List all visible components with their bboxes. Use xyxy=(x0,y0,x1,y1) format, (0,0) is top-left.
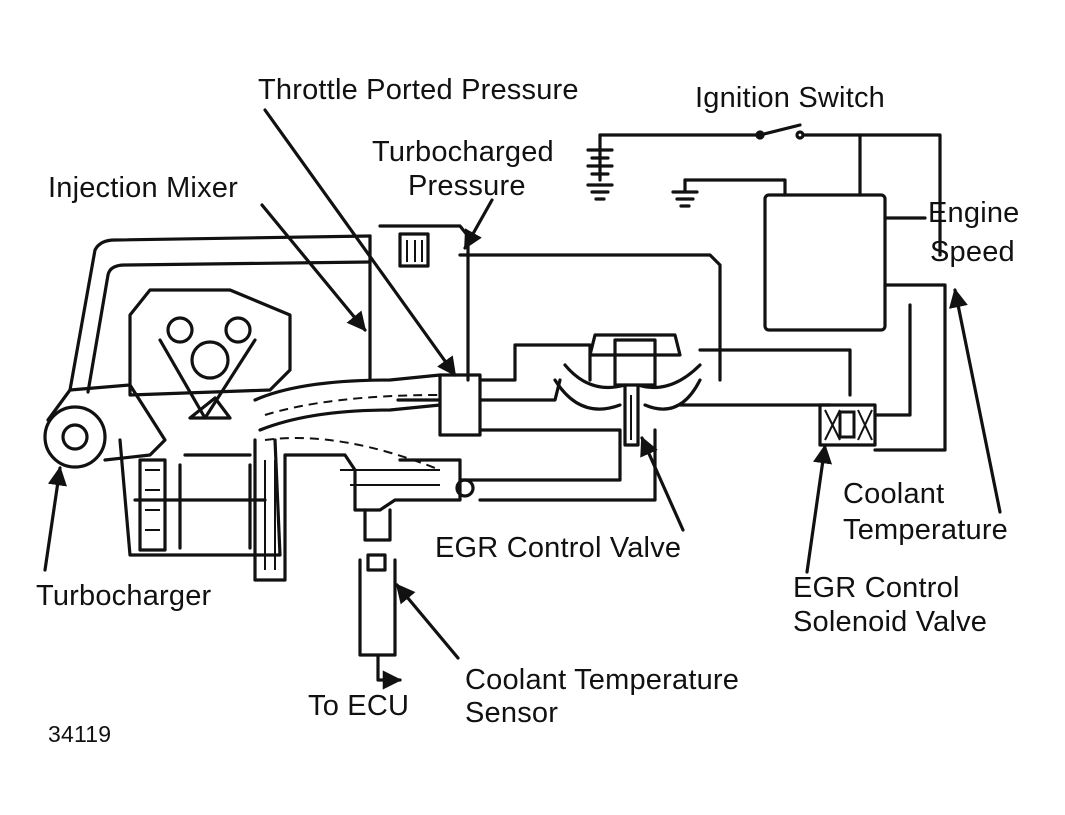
electrical-circuit xyxy=(586,123,947,452)
arrow-turbocharged-pressure xyxy=(463,198,494,250)
label-engine-speed-line1: Engine xyxy=(928,197,1020,229)
egr-control-solenoid-valve xyxy=(818,403,877,447)
label-to-ecu: To ECU xyxy=(308,690,410,722)
leader-arrows xyxy=(43,108,1002,660)
label-coolant-temperature-line2: Temperature xyxy=(843,514,1008,546)
label-egr-control-valve: EGR Control Valve xyxy=(435,532,682,564)
arrow-turbocharger xyxy=(43,466,67,572)
label-injection-mixer: Injection Mixer xyxy=(48,172,238,204)
arrow-throttle-ported-pressure xyxy=(263,108,457,377)
engine-cylinder xyxy=(118,288,292,557)
vacuum-lines xyxy=(458,253,852,502)
arrow-engine-speed xyxy=(949,288,1002,514)
coolant-temperature-sensor xyxy=(358,508,402,690)
label-coolant-temperature-sensor-line2: Sensor xyxy=(465,697,559,729)
label-turbocharged-pressure-line1: Turbocharged xyxy=(372,136,554,168)
turbocharger-unit xyxy=(43,234,372,469)
label-turbocharged-pressure-line2: Pressure xyxy=(408,170,526,202)
arrow-egr-control-valve xyxy=(640,436,685,532)
label-engine-speed-line2: Speed xyxy=(930,236,1015,268)
label-coolant-temperature-line1: Coolant xyxy=(843,478,945,510)
label-egr-control-solenoid-valve-line2: Solenoid Valve xyxy=(793,606,988,638)
figure-number: 34119 xyxy=(48,721,112,747)
label-coolant-temperature-sensor-line1: Coolant Temperature xyxy=(465,664,740,696)
arrow-injection-mixer xyxy=(260,203,367,332)
intake-manifold xyxy=(253,373,475,582)
egr-control-valve xyxy=(553,333,702,447)
label-egr-control-solenoid-valve-line1: EGR Control xyxy=(793,572,960,604)
arrow-egr-solenoid xyxy=(805,444,833,574)
label-ignition-switch: Ignition Switch xyxy=(695,82,885,114)
arrow-coolant-temp-sensor xyxy=(395,583,460,660)
label-turbocharger: Turbocharger xyxy=(36,580,212,612)
injection-mixer xyxy=(368,224,482,437)
label-throttle-ported-pressure: Throttle Ported Pressure xyxy=(258,74,579,106)
